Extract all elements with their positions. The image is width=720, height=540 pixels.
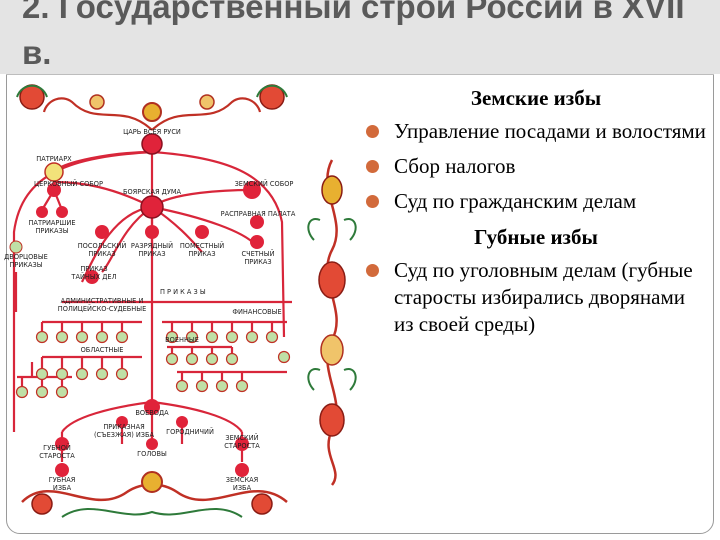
diagram-nodes <box>9 133 291 477</box>
slide-title: 2. Государственный строй России в XVII в… <box>22 0 685 71</box>
label-schetny-1: СЧЕТНЫЙ <box>241 249 274 258</box>
label-gubnoy-starosta-2: СТАРОСТА <box>39 452 75 460</box>
label-finance: ФИНАНСОВЫЕ <box>232 308 281 316</box>
diagram-svg: ЦАРЬ ВСЕЯ РУСИ ПАТРИАРХ ЦЕРКОВНЫЙ СОБОР … <box>4 84 296 518</box>
label-posolsky-2: ПРИКАЗ <box>88 250 115 258</box>
label-secret-2: ТАЙНЫХ ДЕЛ <box>70 272 116 281</box>
heading-zemskie-izby: Земские избы <box>470 86 602 110</box>
label-schetny-2: ПРИКАЗ <box>244 258 271 266</box>
state-structure-diagram: ЦАРЬ ВСЕЯ РУСИ ПАТРИАРХ ЦЕРКОВНЫЙ СОБОР … <box>2 72 358 532</box>
label-zemsky-starosta-2: СТАРОСТА <box>224 442 260 450</box>
label-gubnoy-starosta-1: ГУБНОЙ <box>43 443 71 452</box>
label-secret-1: ПРИКАЗ <box>80 265 107 273</box>
label-pomestny-1: ПОМЕСТНЫЙ <box>180 241 224 250</box>
label-palace-prikazy-2: ПРИКАЗЫ <box>9 261 42 269</box>
side-ornament-svg <box>307 159 357 486</box>
label-zemskaya-izba-2: ИЗБА <box>233 484 252 492</box>
label-razryadny-1: РАЗРЯДНЫЙ <box>131 241 173 250</box>
bottom-ornament <box>21 471 288 518</box>
label-execution-chamber: РАСПРАВНАЯ ПАЛАТА <box>221 210 296 218</box>
label-prikazy: П Р И К А З Ы <box>160 288 206 296</box>
bullet-text: Сбор налогов <box>394 154 516 178</box>
bullet-item: Суд по уголовным делам (губные старосты … <box>366 257 706 338</box>
title-band: 2. Государственный строй России в XVII в… <box>0 0 720 74</box>
bullet-icon <box>366 195 379 208</box>
bullet-item: Суд по гражданским делам <box>366 188 706 215</box>
label-regional: ОБЛАСТНЫЕ <box>81 346 124 354</box>
label-palace-prikazy-1: ДВОРЦОВЫЕ <box>4 253 48 261</box>
bullet-text: Суд по гражданским делам <box>394 189 637 213</box>
label-zemskaya-izba-1: ЗЕМСКАЯ <box>226 476 258 484</box>
label-gorodnichy: ГОРОДНИЧИЙ <box>166 427 214 436</box>
label-zemsky-sobor: ЗЕМСКИЙ СОБОР <box>235 179 294 188</box>
side-ornament <box>296 150 368 490</box>
heading-gubnye-izby: Губные избы <box>474 225 598 249</box>
label-prikaznaya-1: ПРИКАЗНАЯ <box>103 423 144 431</box>
label-prikaznaya-2: (СЪЕЗЖАЯ) ИЗБА <box>94 431 155 439</box>
label-zemsky-starosta-1: ЗЕМСКИЙ <box>225 433 258 442</box>
bullet-item: Сбор налогов <box>366 153 706 180</box>
label-admin-2: ПОЛИЦЕЙСКО-СУДЕБНЫЕ <box>58 304 147 313</box>
bullet-icon <box>366 125 379 138</box>
bullet-item: Управление посадами и волостями <box>366 118 706 145</box>
label-voevoda: ВОЕВОДА <box>135 409 169 417</box>
diagram-labels: ЦАРЬ ВСЕЯ РУСИ ПАТРИАРХ ЦЕРКОВНЫЙ СОБОР … <box>4 128 296 492</box>
title-divider <box>6 74 714 75</box>
bullet-icon <box>366 160 379 173</box>
label-church-council: ЦЕРКОВНЫЙ СОБОР <box>34 179 103 188</box>
label-tsar: ЦАРЬ ВСЕЯ РУСИ <box>123 128 181 136</box>
top-ornament <box>16 84 288 131</box>
label-patriarchal-prikazy-2: ПРИКАЗЫ <box>35 227 68 235</box>
label-admin-1: АДМИНИСТРАТИВНЫЕ И <box>61 297 144 305</box>
label-military: ВОЕННЫЕ <box>165 336 199 344</box>
label-posolsky-1: ПОСОЛЬСКИЙ <box>78 241 127 250</box>
bullet-text: Суд по уголовным делам (губные старосты … <box>394 258 693 336</box>
label-patriarch: ПАТРИАРХ <box>36 155 72 163</box>
label-golovy: ГОЛОВЫ <box>137 450 167 458</box>
label-boyar-duma: БОЯРСКАЯ ДУМА <box>123 188 182 196</box>
label-razryadny-2: ПРИКАЗ <box>138 250 165 258</box>
content-panel: Земские избы Управление посадами и волос… <box>366 84 706 346</box>
label-gubnaya-izba-2: ИЗБА <box>53 484 72 492</box>
label-pomestny-2: ПРИКАЗ <box>188 250 215 258</box>
label-gubnaya-izba-1: ГУБНАЯ <box>49 476 76 484</box>
bullet-icon <box>366 264 379 277</box>
label-patriarchal-prikazy-1: ПАТРИАРШИЕ <box>28 219 75 227</box>
bullet-text: Управление посадами и волостями <box>394 119 706 143</box>
